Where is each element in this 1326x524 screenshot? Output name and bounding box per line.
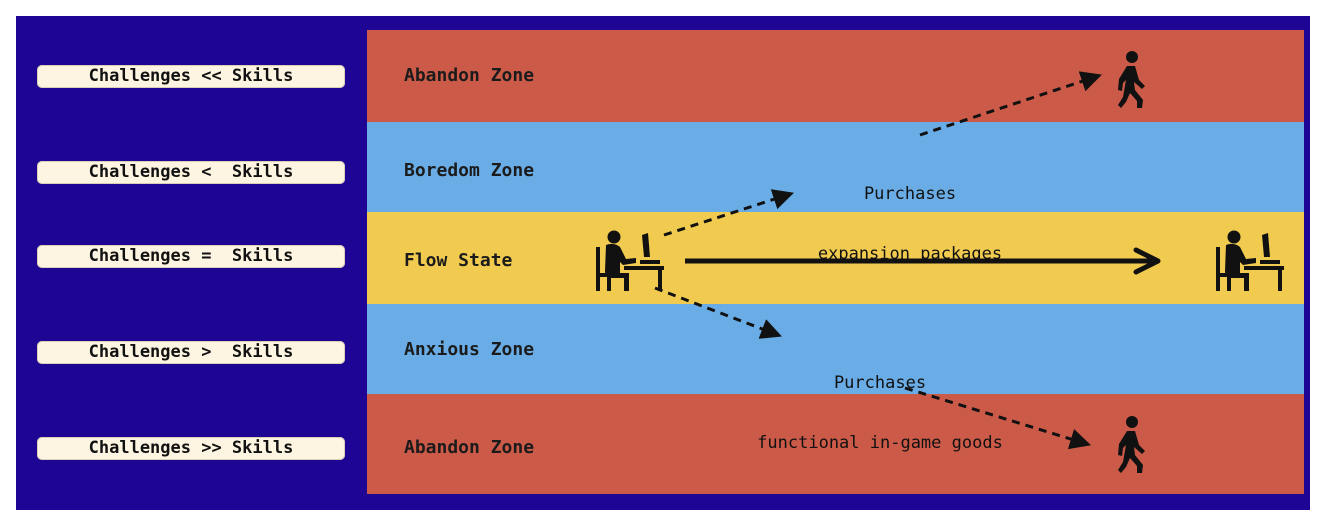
condition-label-equal: Challenges = Skills: [37, 245, 345, 268]
zone-name-flow: Flow State: [404, 250, 513, 271]
note-upper-line1: Purchases: [863, 184, 957, 204]
zone-band-abandon-top: [367, 30, 1304, 122]
zone-name-abandon-top: Abandon Zone: [404, 65, 535, 86]
zone-name-anxious: Anxious Zone: [404, 339, 535, 360]
arrow-expansion-to-abandon-top: [919, 71, 1102, 137]
walking-person-icon-bottom: [1118, 416, 1145, 473]
arrow-flow-to-ingame-goods: [654, 286, 782, 339]
arrow-ingame-goods-to-abandon-bottom: [904, 386, 1092, 450]
zone-band-anxious: [367, 304, 1304, 394]
arrow-flow-to-expansion: [663, 189, 794, 237]
zone-name-boredom: Boredom Zone: [404, 160, 535, 181]
condition-label-much-greater: Challenges >> Skills: [37, 437, 345, 460]
condition-label-much-less: Challenges << Skills: [37, 65, 345, 88]
zone-name-abandon-bottom: Abandon Zone: [404, 437, 535, 458]
note-lower-line2: functional in-game goods: [757, 433, 1003, 453]
zone-band-abandon-bottom: [367, 394, 1304, 494]
note-lower-line1: Purchases: [833, 373, 927, 393]
condition-label-less: Challenges < Skills: [37, 161, 345, 184]
note-in-game-goods: Purchases functional in-game goods: [705, 333, 1055, 473]
person-at-computer-icon: [596, 230, 664, 291]
person-at-computer-icon-right: [1216, 230, 1284, 291]
arrow-flow-main-head: [1133, 247, 1161, 275]
walking-person-icon: [1118, 51, 1145, 108]
zone-band-boredom: [367, 122, 1304, 212]
condition-label-greater: Challenges > Skills: [37, 341, 345, 364]
